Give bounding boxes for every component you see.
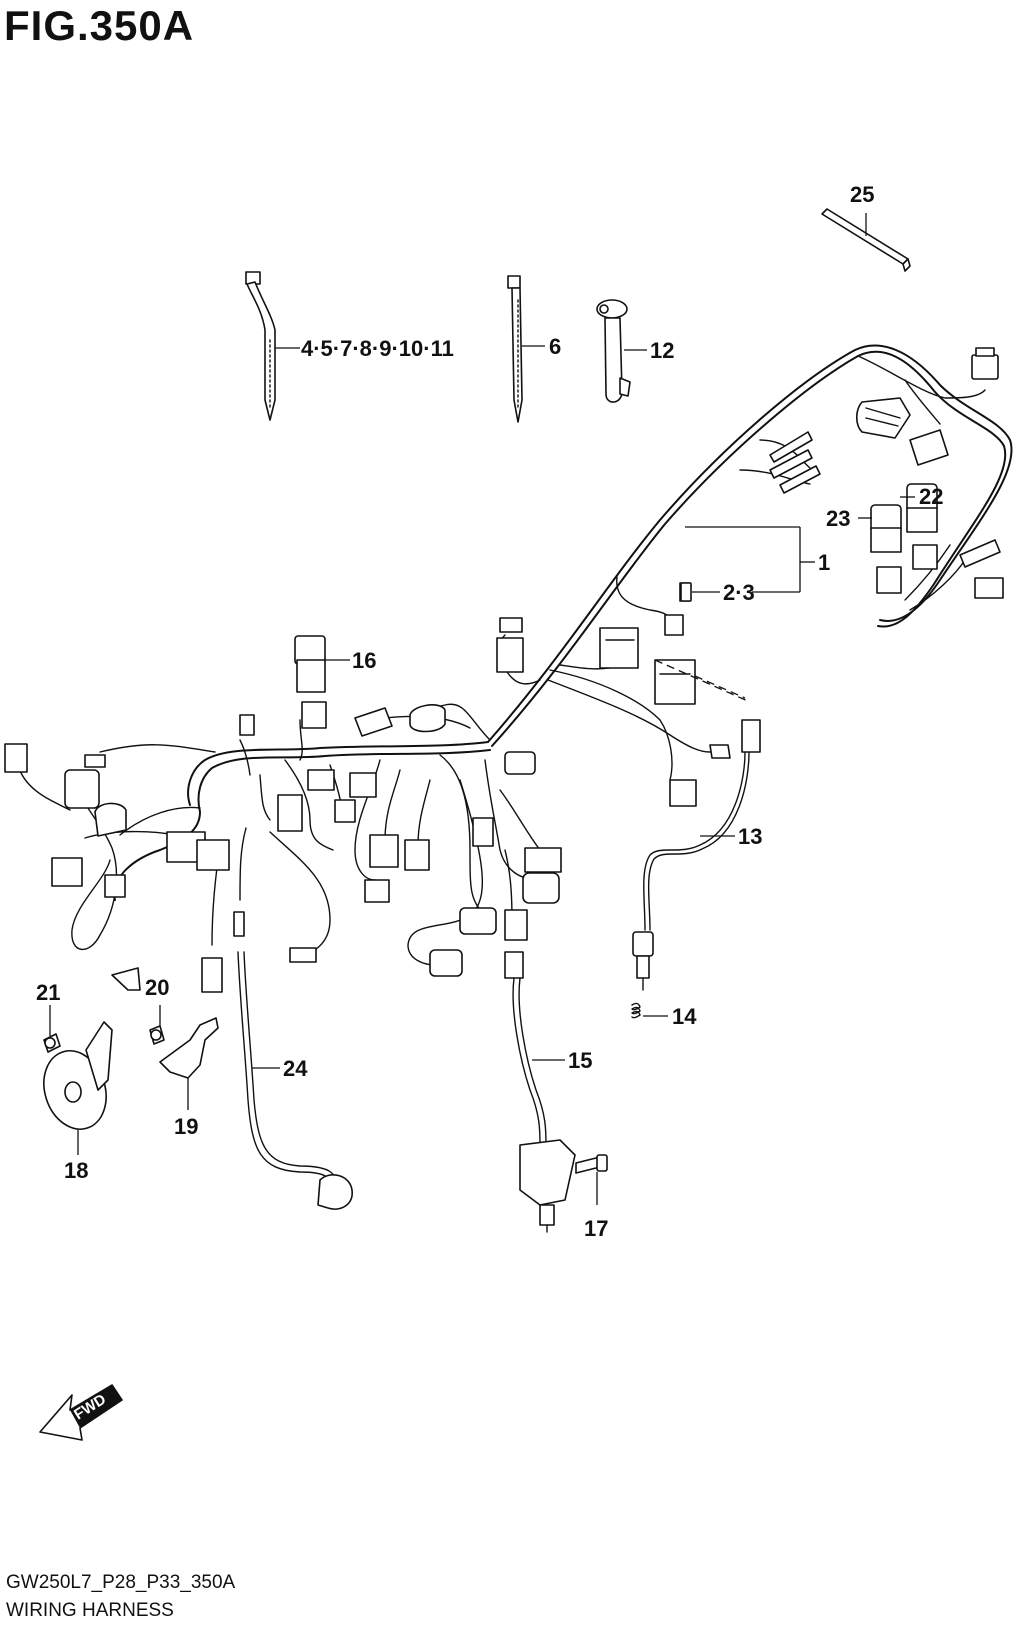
callout-14: 14	[672, 1004, 697, 1029]
figure-code: GW250L7_P28_P33_350A	[6, 1572, 236, 1593]
callout-25: 25	[850, 182, 874, 207]
figure-name: WIRING HARNESS	[6, 1600, 174, 1621]
callout-20: 20	[145, 975, 169, 1000]
bolt-part[interactable]	[575, 1154, 608, 1205]
callout-21: 21	[36, 980, 60, 1005]
callout-22: 22	[919, 484, 943, 509]
callout-13: 13	[738, 824, 762, 849]
fwd-arrow-icon: FWD	[39, 1384, 123, 1441]
bolt-part[interactable]	[149, 1005, 165, 1045]
horn-bracket-part[interactable]	[159, 1017, 219, 1110]
callout-12: 12	[650, 338, 674, 363]
callout-1: 1	[818, 550, 830, 575]
connector-icon[interactable]	[4, 347, 1004, 993]
lead-wire-part[interactable]	[237, 951, 353, 1210]
callout-16: 17	[584, 1216, 608, 1241]
callout-15: 15	[568, 1048, 592, 1073]
callout-17: 16	[352, 648, 376, 673]
callout-4-5-7-8-9-10-11: 4·5·7·8·9·10·11	[301, 336, 454, 361]
side-stand-switch-part[interactable]	[512, 977, 576, 1233]
horn-icon[interactable]	[34, 1021, 116, 1155]
protector-strip-part[interactable]	[821, 208, 911, 272]
callout-18: 18	[64, 1158, 88, 1183]
spring-clip-part[interactable]	[631, 1002, 668, 1019]
sensor-icon[interactable]	[632, 931, 654, 991]
callout-2-3: 2·3	[723, 580, 755, 605]
figure-title: FIG.350A	[4, 2, 195, 49]
cable-tie-icon[interactable]	[245, 271, 300, 421]
callout-6: 6	[549, 334, 561, 359]
cable-tie-icon[interactable]	[507, 275, 545, 423]
callout-24: 24	[283, 1056, 308, 1081]
callout-23: 23	[826, 506, 850, 531]
clamp-icon[interactable]	[596, 299, 647, 403]
fuse-part[interactable]	[680, 582, 720, 602]
bolt-part[interactable]	[43, 1005, 61, 1053]
callout-19: 19	[174, 1114, 198, 1139]
